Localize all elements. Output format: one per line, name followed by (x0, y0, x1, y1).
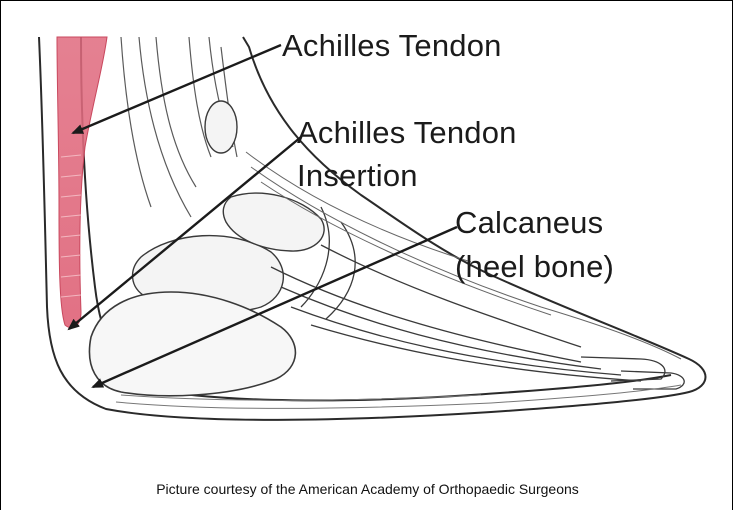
achilles-tendon-shape (57, 37, 107, 328)
achilles-tendon-label: Achilles Tendon (282, 27, 502, 64)
insertion-label-line1: Achilles Tendon (297, 114, 517, 151)
insertion-label-line2: Insertion (297, 157, 418, 194)
achilles-arrow (73, 45, 281, 133)
calcaneus-label-line2: (heel bone) (455, 248, 614, 285)
foot-anatomy-illustration (21, 7, 721, 431)
image-caption: Picture courtesy of the American Academy… (1, 481, 734, 497)
calcaneus-label-line1: Calcaneus (455, 204, 603, 241)
ankle-bones (133, 101, 325, 313)
